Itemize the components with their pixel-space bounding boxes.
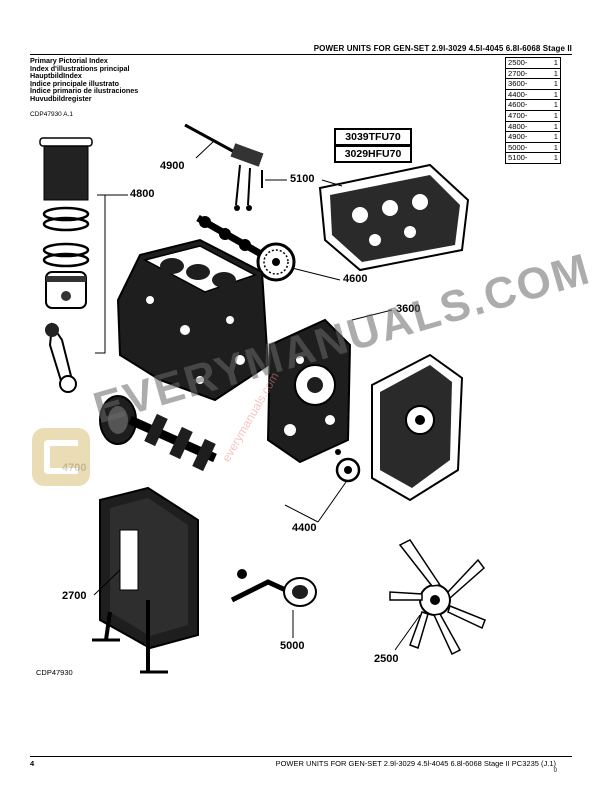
callout-5100[interactable]: 5100 [290, 173, 315, 185]
index-title-line: Indice principale illustrato [30, 78, 120, 88]
section-row[interactable]: 5100-1 [504, 152, 561, 164]
callout-2500[interactable]: 2500 [374, 653, 399, 665]
index-title-line: Index d'illustrations principal [30, 63, 130, 73]
rocker-arm-shaft[interactable] [184, 123, 264, 211]
page-number: 4 [30, 759, 35, 768]
ref-code: CDP47930 A.1 [30, 111, 74, 118]
callout-3600[interactable]: 3600 [396, 303, 421, 315]
callout-4900[interactable]: 4900 [160, 160, 185, 172]
header-rule [30, 54, 572, 55]
callout-2700[interactable]: 2700 [62, 590, 87, 602]
cylinder-head[interactable] [318, 163, 470, 272]
idler-gears[interactable] [335, 449, 361, 483]
footer-rule [30, 756, 572, 757]
cylinder-block[interactable] [116, 238, 270, 402]
crankshaft[interactable] [99, 395, 217, 472]
camshaft[interactable] [196, 214, 296, 282]
callout-4800[interactable]: 4800 [130, 188, 155, 200]
section-index-table: 2500-1 2700-1 3600-1 4400-1 4600-1 4700-… [504, 57, 561, 164]
radiator[interactable] [92, 486, 199, 674]
cooling-fan[interactable] [389, 539, 486, 656]
index-title-line: Huvudbildregister [30, 93, 92, 103]
callout-5000[interactable]: 5000 [280, 640, 305, 652]
index-title-line: HauptbildIndex [30, 71, 82, 81]
index-title-line: Índice primario de ilustraciones [30, 86, 139, 96]
section-page: 1 [545, 152, 561, 164]
callout-4400[interactable]: 4400 [292, 522, 317, 534]
index-title-line: Primary Pictorial Index [30, 56, 108, 65]
header-title: POWER UNITS FOR GEN-SET 2.9l-3029 4.5l-4… [313, 44, 572, 53]
callout-4600[interactable]: 4600 [343, 273, 368, 285]
figure-code: CDP47930 [36, 668, 73, 677]
footer-text: POWER UNITS FOR GEN-SET 2.9l-3029 4.5l-4… [275, 759, 556, 768]
water-pump[interactable] [230, 569, 317, 607]
model-label: 3039TFU70 [334, 128, 412, 146]
index-titles: Primary Pictorial Index Index d'illustra… [30, 57, 138, 103]
cylinder-liner-piston-group[interactable] [39, 137, 93, 393]
section-code: 5100- [504, 152, 546, 164]
footer-zero: 0 [553, 768, 557, 774]
timing-gear-housing[interactable] [266, 318, 352, 464]
watermark-logo-icon [32, 428, 90, 486]
model-label: 3029HFU70 [334, 145, 412, 163]
front-timing-cover[interactable] [371, 353, 464, 502]
